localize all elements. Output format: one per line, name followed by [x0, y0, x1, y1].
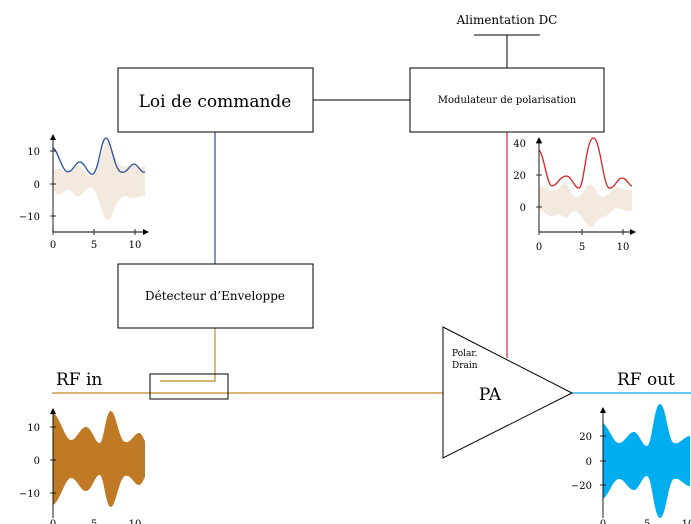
y-tick-label: 10 [27, 147, 40, 158]
x-tick-label: 5 [644, 519, 650, 524]
coupler-to-detector-wire [160, 328, 216, 382]
plot-drain-bias: 40 20 0 0 5 10 [513, 137, 636, 253]
detecteur-box [117, 263, 314, 329]
modulateur-label: Modulateur de polarisation [438, 95, 577, 106]
y-tick-label: −20 [571, 481, 592, 492]
pa-label: PA [479, 385, 502, 405]
drain-voltage-curve [538, 137, 633, 189]
loi-de-commande-box [117, 67, 314, 133]
rf-input-signal [53, 410, 145, 508]
x-tick-label: 10 [617, 242, 630, 253]
x-tick-label: 10 [129, 240, 142, 251]
y-tick-label: 0 [520, 203, 526, 214]
rf-out-label: RF out [617, 370, 675, 390]
y-axis-arrow [600, 407, 606, 413]
plot-rf-output: 20 0 −20 0 5 10 [571, 404, 691, 524]
envelope-fill-area [53, 142, 145, 221]
x-tick-label: 5 [91, 519, 97, 524]
x-tick-label: 5 [91, 240, 97, 251]
y-tick-label: 20 [579, 432, 592, 443]
detecteur-label: Détecteur d’Enveloppe [145, 289, 285, 303]
rf-in-label: RF in [56, 370, 102, 390]
y-tick-label: 20 [513, 171, 526, 182]
pa-amplifier-triangle [442, 326, 574, 459]
envelope-fill-area [539, 183, 632, 228]
y-axis-arrow [536, 137, 542, 143]
x-tick-label: 10 [682, 519, 691, 524]
y-axis-arrow [50, 408, 56, 414]
y-tick-label: 40 [513, 139, 526, 150]
envelope-curve [52, 137, 146, 175]
x-tick-label: 10 [129, 519, 142, 524]
x-tick-label: 0 [600, 519, 606, 524]
x-axis-arrow [143, 229, 149, 235]
y-tick-label: 10 [27, 423, 40, 434]
x-tick-label: 0 [50, 519, 56, 524]
y-axis-arrow [50, 134, 56, 140]
y-tick-label: 0 [34, 180, 40, 191]
drain-label: Drain [452, 361, 478, 371]
y-tick-label: 0 [586, 457, 592, 468]
x-tick-label: 5 [579, 242, 585, 253]
y-tick-label: −10 [19, 489, 40, 500]
polar-label: Polar. [452, 349, 478, 359]
plot-envelope-input: 10 0 −10 0 5 10 [19, 134, 149, 251]
loi-de-commande-label: Loi de commande [139, 92, 292, 112]
modulateur-box [409, 67, 605, 133]
x-tick-label: 0 [50, 240, 56, 251]
y-tick-label: 0 [34, 456, 40, 467]
y-tick-label: −10 [19, 212, 40, 223]
x-axis-arrow [630, 229, 636, 235]
x-tick-label: 0 [536, 242, 542, 253]
alimentation-dc-label: Alimentation DC [456, 13, 558, 27]
rf-output-signal [603, 404, 690, 518]
coupler-box [149, 373, 229, 400]
plot-rf-input: 10 0 −10 0 5 10 [19, 408, 145, 524]
